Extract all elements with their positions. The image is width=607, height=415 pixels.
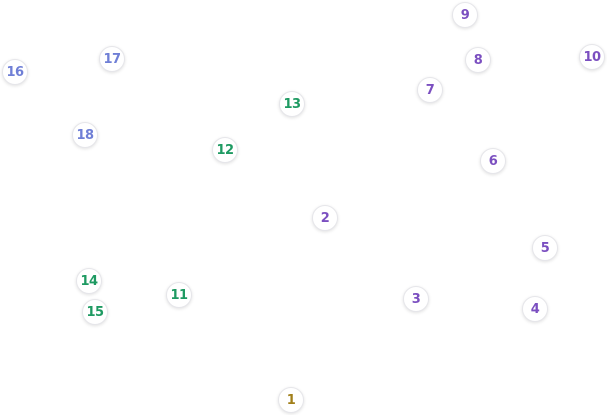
dot-10[interactable]: 10	[579, 44, 605, 70]
dot-2[interactable]: 2	[312, 205, 338, 231]
dot-3[interactable]: 3	[403, 286, 429, 312]
dot-5[interactable]: 5	[532, 235, 558, 261]
dot-18[interactable]: 18	[72, 122, 98, 148]
dot-8[interactable]: 8	[465, 47, 491, 73]
dot-13[interactable]: 13	[279, 91, 305, 117]
dot-6[interactable]: 6	[480, 148, 506, 174]
dot-14[interactable]: 14	[76, 268, 102, 294]
dot-7[interactable]: 7	[417, 77, 443, 103]
dot-15[interactable]: 15	[82, 299, 108, 325]
dot-17[interactable]: 17	[99, 46, 125, 72]
dot-4[interactable]: 4	[522, 296, 548, 322]
dot-1[interactable]: 1	[278, 387, 304, 413]
dot-9[interactable]: 9	[452, 2, 478, 28]
dot-11[interactable]: 11	[166, 282, 192, 308]
dot-12[interactable]: 12	[212, 137, 238, 163]
dot-16[interactable]: 16	[2, 59, 28, 85]
